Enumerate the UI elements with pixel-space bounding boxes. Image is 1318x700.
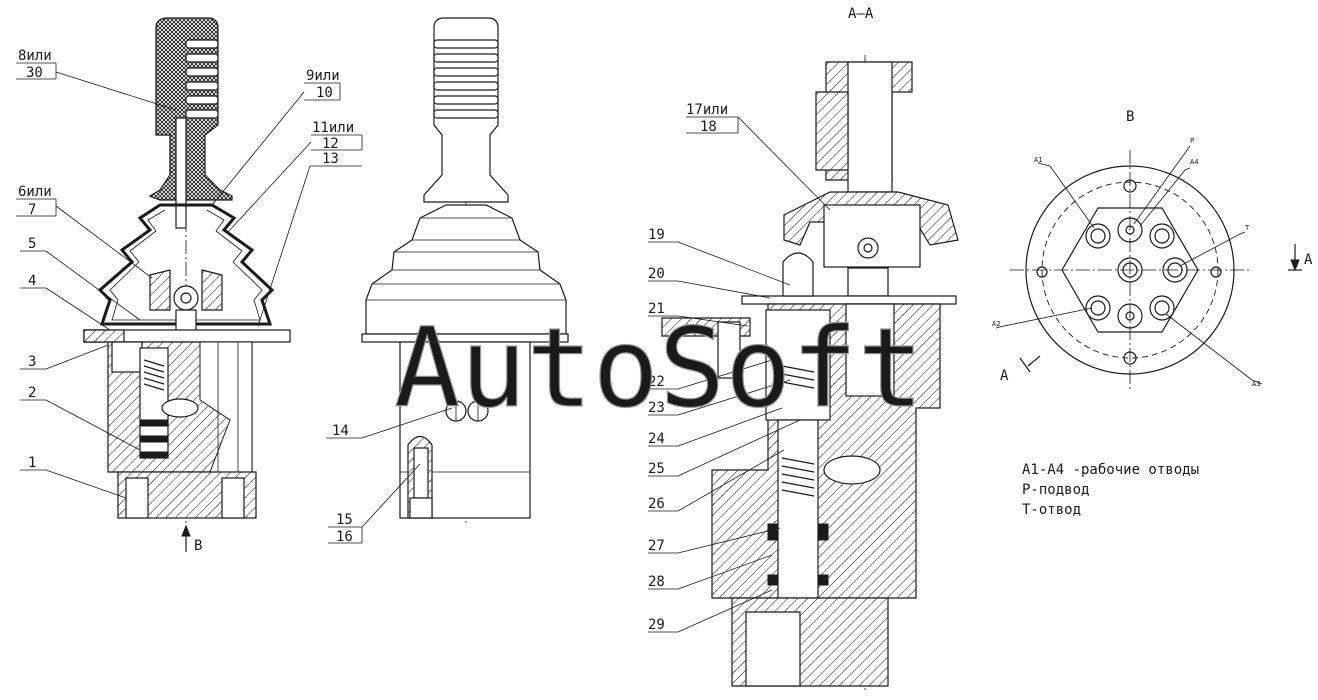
port-label-a4: A4 [1190, 158, 1198, 166]
callout-2: 2 [28, 385, 36, 401]
callout-23: 23 [648, 400, 665, 416]
callout-11-bottom: 12 [322, 136, 339, 152]
callout-20: 20 [648, 266, 665, 282]
aa-port-oval [823, 455, 881, 485]
callout-26: 26 [648, 496, 665, 512]
callout-9-bottom: 10 [316, 85, 333, 101]
callout-24: 24 [648, 431, 665, 447]
port-holes [1036, 179, 1222, 365]
callout-28: 28 [648, 574, 665, 590]
callout-22: 22 [648, 374, 665, 390]
callout-15: 15 [336, 512, 353, 528]
legend-block: A1-A4 -рабочие отводы P-подвод T-отвод [1022, 462, 1199, 518]
middle-handle-ribs [433, 39, 499, 119]
aa-flange [741, 295, 957, 305]
cut-label-right: A [1304, 252, 1313, 268]
callout-27: 27 [648, 538, 665, 554]
callout-19: 19 [648, 227, 665, 243]
callout-16: 16 [336, 529, 353, 545]
callout-4: 4 [28, 273, 36, 289]
port-label-group: A1 P A4 T A2 A3 [992, 137, 1260, 388]
callout-9-top: 9или [306, 68, 340, 84]
callout-17-top: 17или [686, 102, 728, 118]
left-port-oval [161, 398, 199, 418]
aa-spring [767, 365, 829, 586]
callout-13: 13 [322, 151, 339, 167]
section-aa-view [661, 55, 959, 690]
callout-21: 21 [648, 301, 665, 317]
callout-17-bottom: 18 [700, 119, 717, 135]
leader-lines [16, 62, 831, 633]
callout-6-bottom: 7 [28, 202, 36, 218]
callout-3: 3 [28, 354, 36, 370]
callout-1: 1 [28, 455, 36, 471]
callout-25: 25 [648, 461, 665, 477]
cut-label-left: A [1000, 368, 1009, 384]
port-view-b [995, 145, 1302, 390]
callout-11-top: 11или [312, 120, 354, 136]
port-label-a1: A1 [1034, 156, 1042, 164]
view-arrow-label: B [194, 538, 202, 554]
middle-exterior-view [361, 17, 569, 525]
callout-5: 5 [28, 236, 36, 252]
port-label-a2: A2 [992, 320, 1000, 328]
port-label-p: P [1190, 137, 1194, 145]
section-aa-title: A–A [848, 6, 874, 22]
callout-8-bottom: 30 [26, 65, 43, 81]
rubber-boot [97, 203, 275, 326]
callout-labels: 8или 30 9или 10 11или 12 13 6или 7 5 4 3… [18, 48, 728, 633]
port-label-t: T [1245, 224, 1250, 232]
handle-ribs [185, 39, 219, 119]
watermark: AutoSoft [394, 304, 924, 432]
legend-line-3: T-отвод [1022, 502, 1081, 518]
legend-line-1: A1-A4 -рабочие отводы [1022, 462, 1199, 478]
left-section-view [83, 17, 291, 552]
legend-line-2: P-подвод [1022, 482, 1089, 498]
view-b-title: B [1126, 109, 1134, 125]
callout-29: 29 [648, 617, 665, 633]
callout-14: 14 [332, 423, 349, 439]
callout-8-top: 8или [18, 48, 52, 64]
handle-stem [175, 117, 187, 229]
left-spring [139, 359, 169, 459]
port-label-a3: A3 [1252, 380, 1260, 388]
callout-6-top: 6или [18, 184, 52, 200]
handle-grip [148, 17, 233, 201]
